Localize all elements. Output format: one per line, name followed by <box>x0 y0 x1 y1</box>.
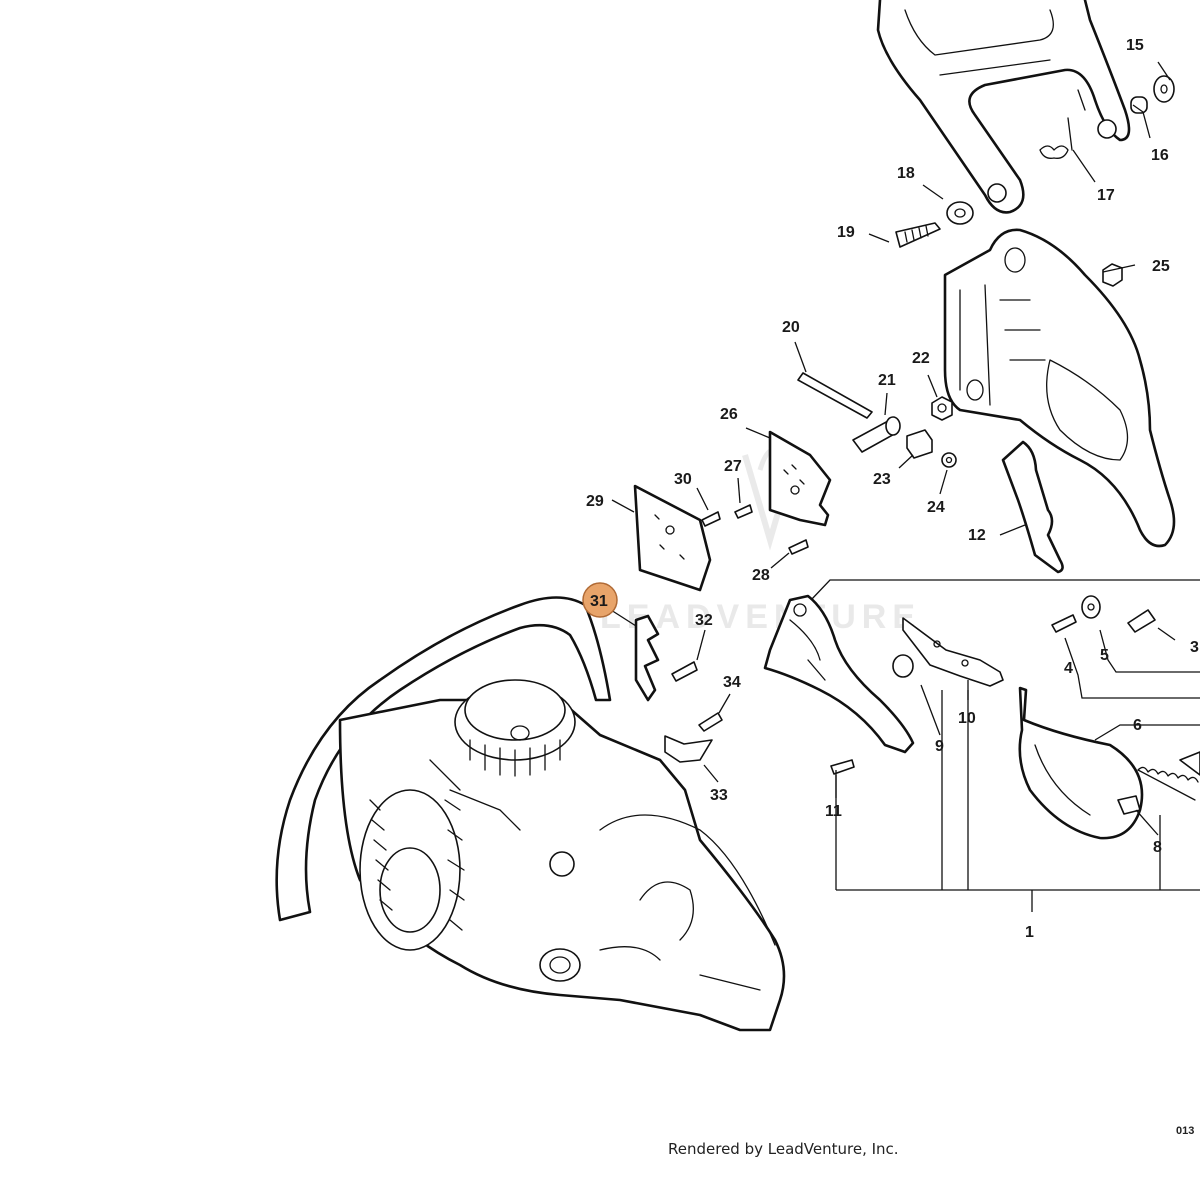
bushing-9 <box>892 654 914 678</box>
callout-1[interactable]: 1 <box>1025 924 1034 941</box>
bracket-33 <box>664 735 713 763</box>
bushing-18 <box>946 201 974 225</box>
brake-band-6 <box>1018 686 1144 840</box>
screw-32 <box>671 661 698 682</box>
washer-15 <box>1153 75 1175 103</box>
spring-17 <box>1039 89 1086 159</box>
catcher-12 <box>1001 440 1064 574</box>
callout-22[interactable]: 22 <box>912 350 930 367</box>
nut-22 <box>931 396 953 421</box>
bumper-spike-26 <box>768 430 832 527</box>
figure-code: 013 <box>1176 1125 1194 1137</box>
brake-link-10 <box>902 617 1004 687</box>
powerhead <box>275 596 786 1032</box>
callout-34[interactable]: 34 <box>723 674 741 691</box>
callout-10[interactable]: 10 <box>958 710 976 727</box>
callout-6[interactable]: 6 <box>1133 717 1142 734</box>
adjusting-screw-20 <box>797 372 873 419</box>
callout-15[interactable]: 15 <box>1126 37 1144 54</box>
screw-4 <box>1051 614 1077 633</box>
callout-28[interactable]: 28 <box>752 567 770 584</box>
screw-11 <box>830 759 855 775</box>
callout-31[interactable]: 31 <box>590 593 608 610</box>
bushing-16 <box>1130 96 1148 114</box>
callout-labels: 1 3 4 5 6 8 9 10 11 12 15 16 17 18 19 20… <box>586 37 1199 941</box>
slide-23 <box>906 429 933 459</box>
credit-text: Rendered by LeadVenture, Inc. <box>668 1140 899 1158</box>
callout-30[interactable]: 30 <box>674 471 692 488</box>
screw-27 <box>734 504 753 519</box>
pin-3 <box>1127 609 1156 633</box>
leader-lines <box>610 61 1200 912</box>
callout-27[interactable]: 27 <box>724 458 742 475</box>
callout-18[interactable]: 18 <box>897 165 915 182</box>
spring-part <box>1137 751 1200 801</box>
spike-31 <box>634 614 660 702</box>
callout-17[interactable]: 17 <box>1097 187 1115 204</box>
spring-8 <box>1117 795 1141 815</box>
callout-31-highlight <box>582 582 618 618</box>
callout-21[interactable]: 21 <box>878 372 896 389</box>
sprocket-cover <box>943 228 1176 548</box>
screw-30 <box>701 511 721 527</box>
callout-23[interactable]: 23 <box>873 471 891 488</box>
screw-19 <box>895 222 941 248</box>
screw-28 <box>788 539 809 555</box>
callout-26[interactable]: 26 <box>720 406 738 423</box>
nut-25 <box>1102 263 1123 287</box>
callout-24[interactable]: 24 <box>927 499 945 516</box>
callout-8[interactable]: 8 <box>1153 839 1162 856</box>
tensioner-21 <box>852 416 901 453</box>
callout-11[interactable]: 11 <box>825 803 842 820</box>
callout-16[interactable]: 16 <box>1151 147 1169 164</box>
callout-20[interactable]: 20 <box>782 319 800 336</box>
bumper-spike-29 <box>633 484 712 592</box>
callout-29[interactable]: 29 <box>586 493 604 510</box>
callout-5[interactable]: 5 <box>1100 647 1109 664</box>
callout-25[interactable]: 25 <box>1152 258 1170 275</box>
brake-lever <box>763 594 915 754</box>
callout-33[interactable]: 33 <box>710 787 728 804</box>
callout-3[interactable]: 3 <box>1190 639 1199 656</box>
callout-19[interactable]: 19 <box>837 224 855 241</box>
hand-guard <box>876 0 1131 214</box>
callout-32[interactable]: 32 <box>695 612 713 629</box>
screw-34 <box>698 712 723 732</box>
washer-24 <box>941 452 957 468</box>
callout-9[interactable]: 9 <box>935 738 944 755</box>
callout-4[interactable]: 4 <box>1064 660 1073 677</box>
callout-12[interactable]: 12 <box>968 527 986 544</box>
washer-5 <box>1081 595 1101 619</box>
